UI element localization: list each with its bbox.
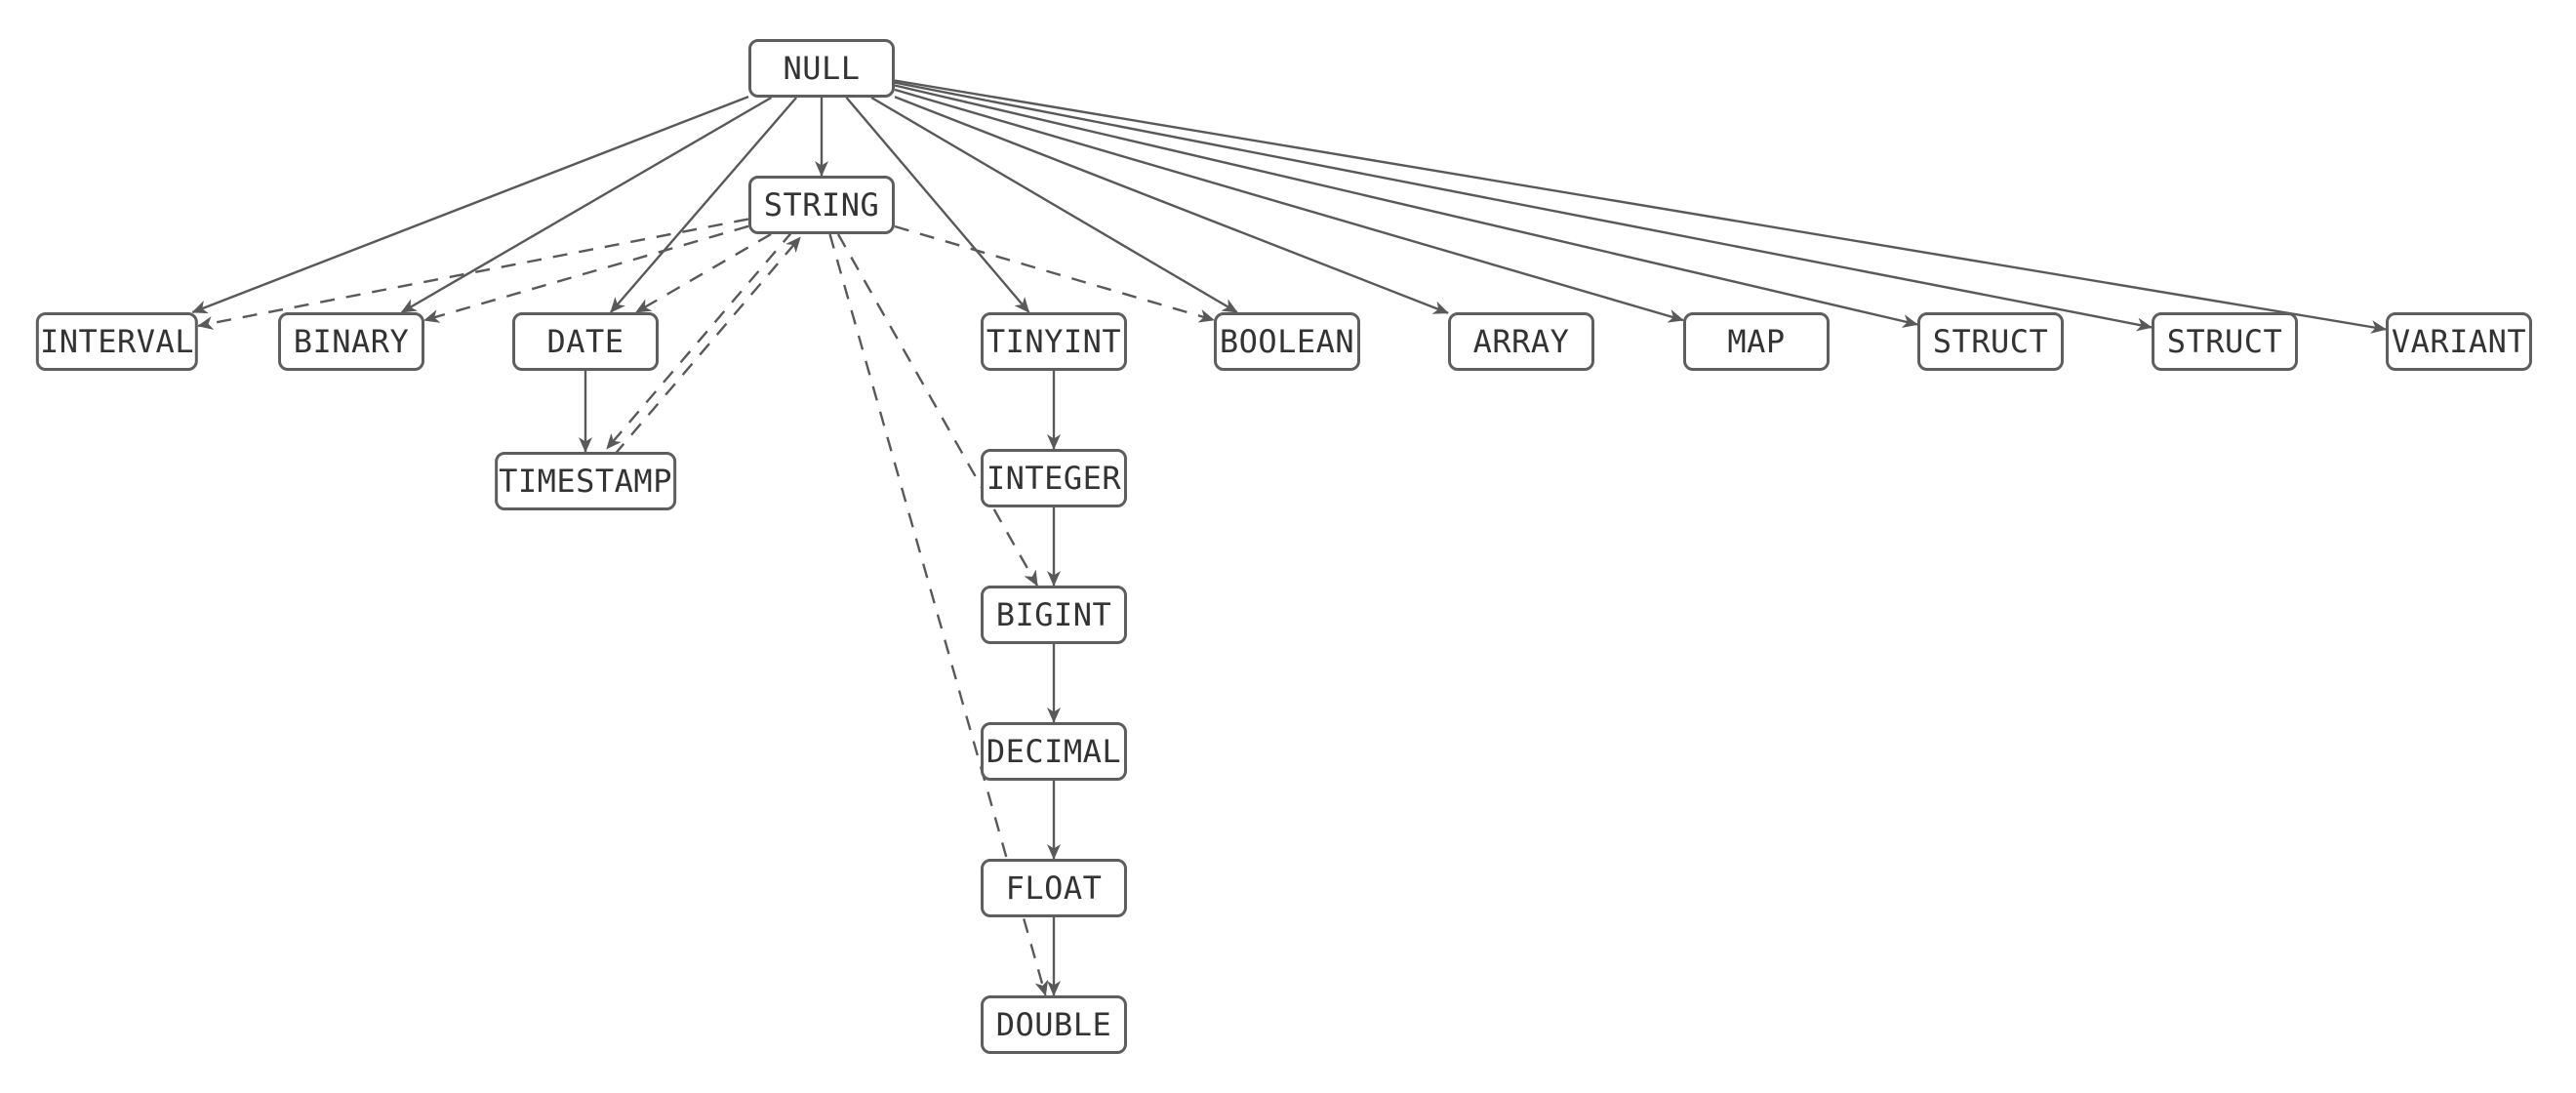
node-label-string: STRING: [763, 186, 880, 223]
node-label-float: FLOAT: [1005, 870, 1103, 907]
edge-string-interval-dashed: [197, 218, 749, 330]
node-label-integer: INTEGER: [986, 460, 1122, 497]
node-interval: INTERVAL: [35, 312, 199, 371]
node-label-array: ARRAY: [1472, 323, 1570, 360]
node-variant: VARIANT: [2386, 312, 2532, 371]
edge-string-date-dashed: [635, 232, 772, 314]
node-boolean: BOOLEAN: [1214, 312, 1360, 371]
node-label-interval: INTERVAL: [39, 323, 195, 360]
edge-null-array: [894, 96, 1449, 314]
node-label-map: MAP: [1727, 323, 1786, 360]
edge-null-tinyint: [845, 97, 1030, 313]
edge-null-variant: [894, 79, 2387, 334]
node-label-bigint: BIGINT: [995, 596, 1112, 633]
node-tinyint: TINYINT: [981, 312, 1127, 371]
edge-null-boolean: [870, 96, 1238, 314]
node-timestamp: TIMESTAMP: [495, 452, 676, 510]
node-label-decimal: DECIMAL: [986, 733, 1122, 770]
edge-null-interval: [191, 95, 749, 314]
edge-null-map: [894, 88, 1684, 323]
node-struct2: STRUCT: [2152, 312, 2298, 371]
node-label-double: DOUBLE: [995, 1006, 1112, 1043]
node-label-struct2: STRUCT: [2166, 323, 2283, 360]
edge-null-struct2: [894, 81, 2153, 332]
node-label-timestamp: TIMESTAMP: [499, 463, 672, 500]
edge-null-binary: [400, 96, 773, 314]
edge-timestamp-string-dashed: [613, 236, 802, 456]
node-binary: BINARY: [278, 312, 424, 371]
node-integer: INTEGER: [981, 449, 1127, 507]
node-string: STRING: [748, 176, 895, 234]
node-label-variant: VARIANT: [2391, 323, 2527, 360]
edge-null-date: [609, 97, 798, 313]
edge-string-bigint-dashed: [836, 233, 1039, 587]
node-null: NULL: [748, 39, 895, 98]
edge-null-struct1: [894, 84, 1918, 328]
node-label-date: DATE: [546, 323, 624, 360]
node-label-boolean: BOOLEAN: [1219, 323, 1355, 360]
node-date: DATE: [512, 312, 659, 371]
edge-string-timestamp-dashed: [605, 230, 794, 450]
node-struct1: STRUCT: [1917, 312, 2064, 371]
edge-string-boolean-dashed: [894, 224, 1215, 323]
node-map: MAP: [1683, 312, 1830, 371]
node-label-struct1: STRUCT: [1932, 323, 2049, 360]
node-label-null: NULL: [783, 50, 861, 87]
node-float: FLOAT: [981, 859, 1127, 917]
node-array: ARRAY: [1448, 312, 1594, 371]
node-label-tinyint: TINYINT: [986, 323, 1122, 360]
node-double: DOUBLE: [981, 995, 1127, 1054]
edge-string-binary-dashed: [423, 224, 749, 323]
node-bigint: BIGINT: [981, 586, 1127, 644]
node-label-binary: BINARY: [293, 323, 410, 360]
node-decimal: DECIMAL: [981, 722, 1127, 781]
